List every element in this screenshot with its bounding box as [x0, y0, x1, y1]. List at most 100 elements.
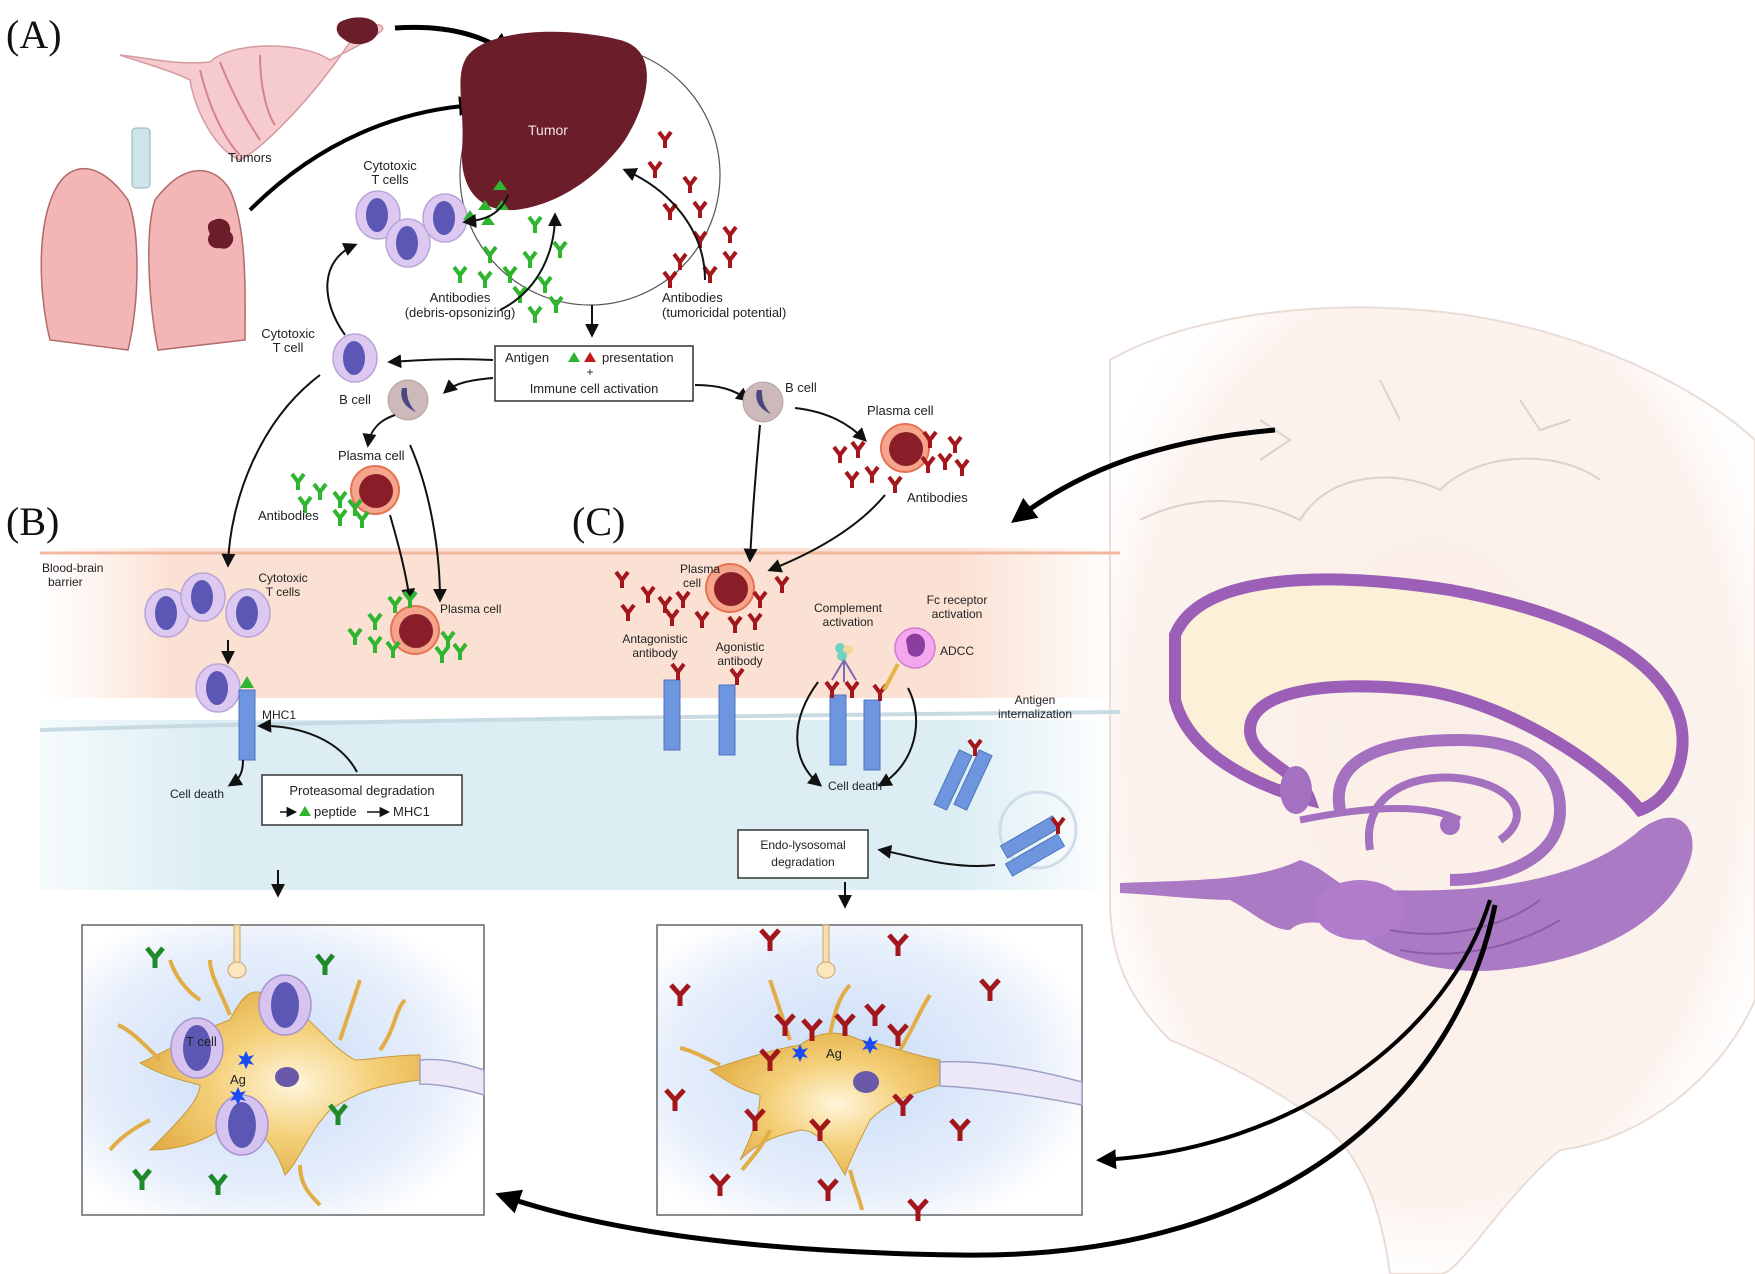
t-cell	[422, 193, 468, 243]
receptor-antagonistic	[663, 679, 681, 751]
antibodies-tumoricidal-label-line2: (tumoricidal potential)	[662, 305, 786, 320]
bbb-label-line1: Blood-brain	[42, 561, 103, 575]
endo-line1: Endo-lysosomal	[760, 838, 845, 852]
t-cell-attacking	[258, 974, 312, 1036]
immune-activation-label: Immune cell activation	[530, 381, 659, 396]
bbb-label-line2: barrier	[48, 575, 83, 589]
cytotoxic-t-cells-label-line2: T cells	[371, 172, 409, 187]
lung-to-tumor-arrow	[248, 96, 479, 212]
fc-receptor-label-line2: activation	[932, 607, 983, 621]
endo-lysosomal-box: Endo-lysosomal degradation	[737, 829, 869, 879]
t-cell-attacking	[215, 1094, 269, 1156]
antigen-internalization-label-line2: internalization	[998, 707, 1072, 721]
neuron-box-b: T cell Ag	[81, 924, 485, 1216]
agonistic-label-line1: Agonistic	[716, 640, 765, 654]
receptor-complement	[829, 694, 847, 766]
proteasomal-degradation-box: Proteasomal degradation peptide MHC1	[261, 774, 463, 826]
mhc1-box-label: MHC1	[393, 804, 430, 819]
tumors-label: Tumors	[228, 150, 272, 165]
complement-label-line2: activation	[823, 615, 874, 629]
brain-to-neuron-b-arrow	[495, 904, 1498, 1258]
t-cell	[385, 218, 431, 268]
tumor	[460, 31, 647, 211]
c-plasma-label-line2: cell	[683, 576, 701, 590]
endo-line2: degradation	[771, 855, 834, 869]
dendrites	[108, 959, 407, 1207]
plasma-cell-b	[390, 605, 440, 655]
t-cell-label: T cell	[186, 1034, 217, 1049]
antagonistic-label-line2: antibody	[632, 646, 677, 660]
c-plasma-label-line1: Plasma	[680, 562, 720, 576]
brain-to-neuron-c-arrow	[1096, 899, 1492, 1170]
uterus-ovary-illustration	[119, 17, 384, 161]
plasma-cell-right-label: Plasma cell	[867, 403, 934, 418]
agonistic-label-line2: antibody	[717, 654, 762, 668]
panel-label-a: (A)	[6, 12, 62, 57]
internalized-receptors	[933, 738, 1078, 877]
b-cell-left-label: B cell	[339, 392, 371, 407]
myelinated-axon	[419, 1058, 485, 1096]
mhc1-label: MHC1	[262, 708, 296, 722]
brain-to-panel-c-arrow	[1011, 427, 1276, 524]
panel-label-b: (B)	[6, 499, 59, 544]
b-cytotoxic-label-line2: T cells	[266, 585, 300, 599]
cytotoxic-t-cell-label-line1: Cytotoxic	[261, 326, 315, 341]
proteasomal-line1: Proteasomal degradation	[289, 783, 434, 798]
b-plasma-label: Plasma cell	[440, 602, 501, 616]
cytotoxic-t-cell-label-line2: T cell	[273, 340, 304, 355]
green-antigen-icon	[568, 352, 580, 362]
complement-label-line1: Complement	[814, 601, 883, 615]
fc-receptor-label-line1: Fc receptor	[927, 593, 988, 607]
peptide-icon	[299, 806, 311, 816]
antibodies-debris-label-line1: Antibodies	[430, 290, 491, 305]
complement-complex	[831, 643, 857, 682]
antigen-presentation-box: Antigen presentation + Immune cell activ…	[494, 345, 694, 402]
tumoricidal-antibodies	[647, 130, 738, 290]
lungs-illustration	[40, 127, 246, 351]
b-cell-left	[387, 379, 429, 421]
panel-label-c: (C)	[572, 499, 625, 544]
lung-tumor	[207, 218, 234, 249]
neuron-nucleus	[275, 1067, 299, 1087]
b-cell-right-label: B cell	[785, 380, 817, 395]
nk-cell-adcc	[882, 627, 936, 691]
b-ag-label: Ag	[230, 1072, 246, 1087]
antagonistic-label-line1: Antagonistic	[622, 632, 687, 646]
ovary-tumor	[336, 17, 379, 45]
cytotoxic-t-cells-label-line1: Cytotoxic	[363, 158, 417, 173]
tumor-label: Tumor	[528, 122, 568, 138]
brain-outline	[1109, 306, 1755, 1274]
myelinated-axon-c	[939, 1060, 1083, 1106]
endosome-vesicle	[998, 790, 1078, 870]
red-antigen-icon	[584, 352, 596, 362]
b-cell-right	[742, 381, 784, 423]
t-cell-engaged	[195, 663, 241, 713]
antibodies-left-label: Antibodies	[258, 508, 319, 523]
cell-membrane-line	[39, 710, 1121, 732]
peptide-antigen	[240, 676, 254, 688]
brainstem-cerebellum	[1120, 817, 1693, 971]
neuron-nucleus-c	[853, 1071, 879, 1093]
antibodies-debris-label-line2: (debris-opsonizing)	[405, 305, 516, 320]
plus-sign: +	[586, 365, 593, 379]
dendrites-c	[679, 979, 932, 1211]
c-ag-label: Ag	[826, 1046, 842, 1061]
neuron-box-c: Ag	[656, 924, 1083, 1221]
peptide-label: peptide	[314, 804, 357, 819]
receptor-agonistic	[718, 684, 736, 756]
cytotoxic-t-cell	[332, 333, 378, 383]
plasma-cell-right	[880, 423, 930, 473]
mhc1-receptor	[238, 689, 256, 761]
c-cell-death-label: Cell death	[828, 779, 882, 793]
adcc-label: ADCC	[940, 644, 974, 658]
b-cell-death-label: Cell death	[170, 787, 224, 801]
brain-sagittal-illustration	[1109, 306, 1755, 1274]
presentation-label: presentation	[602, 350, 674, 365]
antigen-label: Antigen	[505, 350, 549, 365]
b-cytotoxic-label-line1: Cytotoxic	[258, 571, 307, 585]
t-cell	[180, 572, 226, 622]
t-cell	[225, 588, 271, 638]
antigen-internalization-label-line1: Antigen	[1015, 693, 1056, 707]
receptor-adcc	[863, 699, 881, 771]
